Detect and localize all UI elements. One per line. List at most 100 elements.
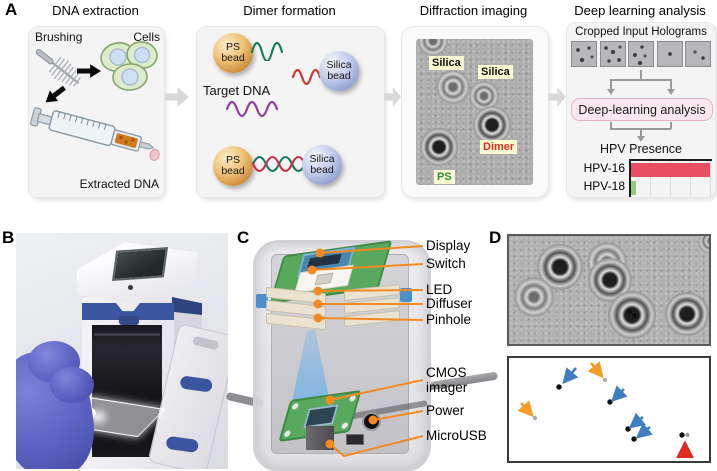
hologram-ring — [436, 70, 470, 104]
ps-particle — [607, 399, 613, 405]
step2-title: Dimer formation — [243, 3, 336, 18]
orange-arrow-icon — [587, 361, 604, 379]
silica-chip-1: Silica — [429, 56, 464, 70]
device-opening-rail — [94, 333, 160, 336]
clamp-left — [256, 294, 268, 308]
brushing-label: Brushing — [35, 30, 83, 44]
cells-label: Cells — [133, 30, 160, 44]
step1-title: DNA extraction — [52, 3, 139, 18]
hologram-thumbnails — [571, 41, 711, 67]
dna-double-helix-icon — [251, 155, 305, 173]
hologram-ring — [514, 277, 554, 317]
converge-right — [670, 122, 672, 129]
silica-particle — [532, 415, 538, 421]
ps-chip: PS — [434, 170, 455, 184]
door-latch-top — [179, 375, 213, 393]
panel-c-callouts — [307, 245, 424, 458]
branch-right — [670, 79, 672, 89]
hpv-presence-title: HPV Presence — [600, 142, 682, 156]
hpv16-bar — [631, 163, 710, 177]
hologram-thumb — [571, 41, 597, 67]
purple-dna-squiggle-icon — [225, 100, 279, 117]
silica-chip-2: Silica — [478, 65, 513, 79]
microusb-port — [346, 434, 364, 445]
glove-thumb — [50, 367, 94, 403]
hpv18-bar — [631, 181, 636, 195]
callout-pinhole: Pinhole — [426, 312, 472, 327]
extracted-dna-label: Extracted DNA — [79, 177, 159, 191]
branch-bar — [610, 79, 671, 81]
hologram-ring — [418, 39, 448, 56]
device-button-dot — [128, 285, 133, 290]
red-dna-squiggle-icon — [291, 68, 322, 85]
hologram-ring-dimer — [473, 106, 511, 144]
device-opening — [92, 325, 162, 457]
branch-stem — [640, 70, 642, 79]
hologram-field-image — [507, 234, 711, 346]
device-band-tab — [119, 316, 139, 325]
brush-icon — [35, 49, 81, 87]
branch-left — [610, 79, 612, 89]
step3-title: Diffraction imaging — [419, 3, 528, 18]
ps-bead-top: PS bead — [213, 33, 253, 73]
converge-left — [610, 122, 612, 129]
silica-particle — [602, 377, 608, 383]
blue-arrow-icon — [562, 367, 579, 385]
panel-d-label: D — [489, 228, 502, 247]
blue-arrow-icon — [611, 385, 628, 402]
callout-switch: Switch — [426, 256, 466, 271]
deep-learning-analysis-chip: Deep-learning analysis — [571, 98, 713, 121]
hologram-ring-ps — [420, 128, 458, 166]
flow-arrow-1-icon — [165, 87, 189, 107]
branch-right-arrowhead — [667, 89, 675, 95]
dimer-chip: Dimer — [480, 140, 518, 154]
hologram-thumb — [628, 41, 654, 67]
callout-display: Display — [426, 238, 471, 253]
cells-icon — [100, 41, 158, 91]
clamp-right — [400, 288, 412, 302]
converge-stem — [640, 128, 642, 137]
syringe-icon — [30, 107, 160, 161]
branch-left-arrowhead — [607, 89, 615, 95]
panel-b-label: B — [2, 228, 15, 247]
hpv-bar-chart — [629, 159, 712, 197]
diffraction-hologram-image: Silica Silica Dimer PS — [416, 39, 533, 185]
flow-arrow-2-icon — [384, 87, 401, 107]
ps-particle — [631, 436, 637, 442]
hologram-ring — [698, 236, 709, 254]
reconstruction-annotations — [517, 361, 694, 459]
diffraction-imaging-box: Silica Silica Dimer PS — [401, 26, 549, 198]
device-photo — [16, 233, 228, 469]
callout-microusb: MicroUSB — [426, 428, 487, 443]
callout-led: LED — [426, 282, 453, 297]
ps-particle — [556, 384, 562, 390]
hpv18-label: HPV-18 — [583, 179, 625, 193]
blue-arrow-icon — [628, 412, 646, 429]
target-dna-label: Target DNA — [203, 83, 271, 98]
silica-bead-top: Silica bead — [319, 51, 359, 91]
orange-arrow-icon — [517, 400, 534, 418]
panel-a-label: A — [5, 0, 18, 19]
panel-c-label: C — [237, 228, 250, 247]
dimer-particle — [679, 432, 685, 438]
door-latch-bottom — [165, 435, 200, 454]
hologram-thumb — [685, 41, 711, 67]
callout-cmos-imager: CMOS imager — [426, 365, 468, 395]
callout-power: Power — [426, 403, 465, 418]
deep-learning-box: Cropped Input Holograms Deep-learning an… — [566, 22, 716, 198]
step4-title: Deep learning analysis — [574, 3, 706, 18]
green-dna-squiggle-icon — [250, 41, 284, 61]
ps-bead-bottom: PS bead — [213, 146, 253, 186]
converge-arrowhead — [637, 136, 645, 142]
cropped-holograms-title: Cropped Input Holograms — [575, 26, 707, 38]
hpv16-label: HPV-16 — [583, 161, 625, 175]
dimer-particle — [685, 432, 690, 438]
door-slot — [191, 335, 220, 351]
hologram-thumb — [599, 41, 626, 67]
reconstruction-image — [507, 356, 711, 463]
callout-diffuser: Diffuser — [426, 296, 473, 311]
silica-bead-bottom: Silica bead — [302, 145, 342, 185]
dna-extraction-box: Brushing Cells — [28, 26, 165, 198]
device-top-display — [111, 247, 169, 281]
